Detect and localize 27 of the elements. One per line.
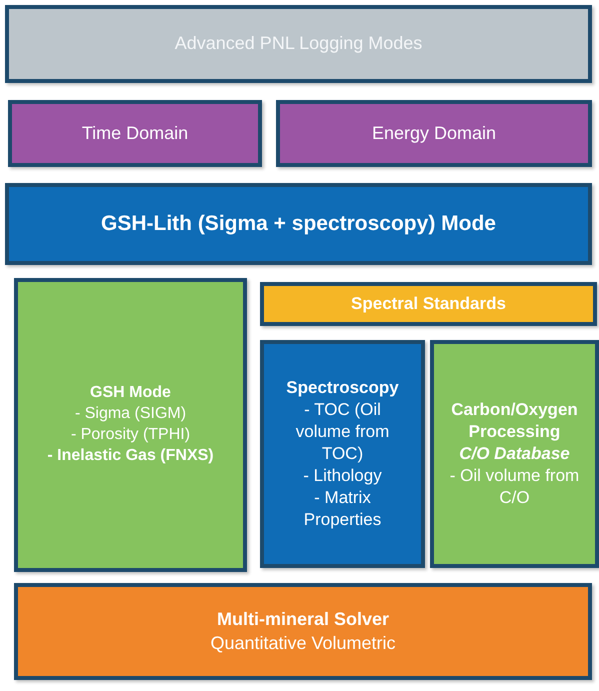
list-item: - Oil volume from C/O: [448, 465, 580, 510]
box-heading: Energy Domain: [372, 122, 496, 145]
box-heading: Carbon/Oxygen Processing: [450, 398, 579, 443]
box-heading: Spectral Standards: [351, 292, 506, 315]
box-heading: GSH-Lith (Sigma + spectroscopy) Mode: [101, 211, 496, 238]
block-box: [430, 340, 599, 568]
box-heading: Spectroscopy: [286, 376, 399, 399]
box-heading: GSH Mode: [90, 383, 171, 404]
list-item: - Lithology: [303, 465, 382, 488]
box-heading: Advanced PNL Logging Modes: [174, 32, 422, 56]
list-item: - Matrix Properties: [302, 487, 382, 532]
block-box: [14, 583, 592, 680]
box-heading: Multi-mineral Solver: [216, 608, 390, 632]
block-box: [5, 5, 592, 83]
box-heading: Time Domain: [82, 122, 188, 145]
list-item: - Inelastic Gas (FNXS): [47, 446, 214, 466]
list-item: C/O Database: [459, 442, 570, 465]
list-item: - TOC (Oil volume from TOC): [294, 398, 390, 465]
block-box: [8, 100, 262, 167]
list-item: Quantitative Volumetric: [210, 632, 396, 654]
list-item: - Porosity (TPHI): [70, 425, 190, 445]
block-box: [5, 183, 592, 265]
list-item: - Sigma (SIGM): [74, 404, 186, 424]
block-box: [260, 282, 597, 326]
block-box: [260, 340, 425, 568]
block-box: [14, 278, 247, 572]
block-box: [276, 100, 592, 167]
